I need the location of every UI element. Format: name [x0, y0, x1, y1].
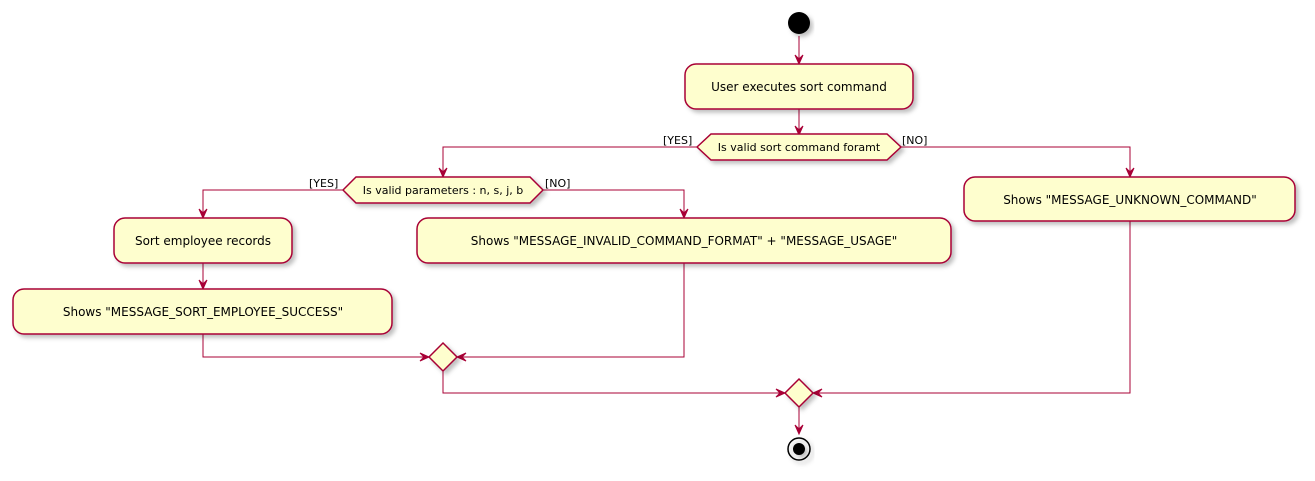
edge-invalid-to-merge	[457, 263, 685, 358]
guard-format-yes: [YES]	[663, 134, 692, 147]
merge-inner-node	[427, 341, 459, 373]
decision-valid-format: Is valid sort command foramt	[695, 133, 903, 161]
edge-merge-inner-to-outer	[442, 371, 785, 394]
action-shows-unknown-label: Shows "MESSAGE_UNKNOWN_COMMAND"	[1003, 193, 1257, 207]
action-shows-success: Shows "MESSAGE_SORT_EMPLOYEE_SUCCESS"	[12, 288, 393, 335]
edge-params-no	[543, 189, 685, 217]
arrowhead	[775, 388, 787, 398]
decision-valid-parameters-label: Is valid parameters : n, s, j, b	[363, 184, 524, 197]
arrowhead	[419, 352, 431, 362]
arrowhead	[455, 352, 467, 362]
decision-valid-parameters: Is valid parameters : n, s, j, b	[341, 176, 545, 204]
edge-params-yes	[202, 189, 343, 217]
arrowhead	[679, 208, 689, 220]
action-shows-unknown: Shows "MESSAGE_UNKNOWN_COMMAND"	[963, 176, 1296, 222]
guard-format-no: [NO]	[902, 134, 927, 147]
end-node-outer	[787, 437, 811, 461]
decision-valid-format-label: Is valid sort command foramt	[718, 141, 881, 154]
arrowhead	[198, 208, 208, 220]
end-node-inner	[793, 443, 805, 455]
action-shows-success-label: Shows "MESSAGE_SORT_EMPLOYEE_SUCCESS"	[63, 305, 343, 319]
edges	[198, 36, 1135, 436]
arrowhead	[794, 54, 804, 66]
action-sort-records-label: Sort employee records	[135, 234, 271, 248]
arrowhead	[794, 125, 804, 137]
edge-unknown-to-merge	[813, 221, 1131, 394]
edge-format-yes	[442, 146, 697, 176]
action-user-executes: User executes sort command	[684, 63, 914, 110]
end-node	[787, 437, 811, 461]
action-shows-invalid-format: Shows "MESSAGE_INVALID_COMMAND_FORMAT" +…	[416, 217, 952, 264]
start-node	[788, 12, 810, 34]
edge-success-to-merge	[202, 334, 429, 358]
arrowhead	[794, 424, 804, 436]
action-sort-records: Sort employee records	[113, 217, 293, 264]
action-user-executes-label: User executes sort command	[711, 80, 887, 94]
guard-params-yes: [YES]	[309, 177, 338, 190]
action-shows-invalid-format-label: Shows "MESSAGE_INVALID_COMMAND_FORMAT" +…	[471, 234, 898, 248]
arrowhead	[811, 388, 823, 398]
arrowhead	[1125, 167, 1135, 179]
merge-outer-node	[783, 377, 815, 409]
arrowhead	[438, 167, 448, 179]
edge-format-no	[901, 146, 1131, 176]
guard-params-no: [NO]	[545, 177, 570, 190]
arrowhead	[198, 279, 208, 291]
